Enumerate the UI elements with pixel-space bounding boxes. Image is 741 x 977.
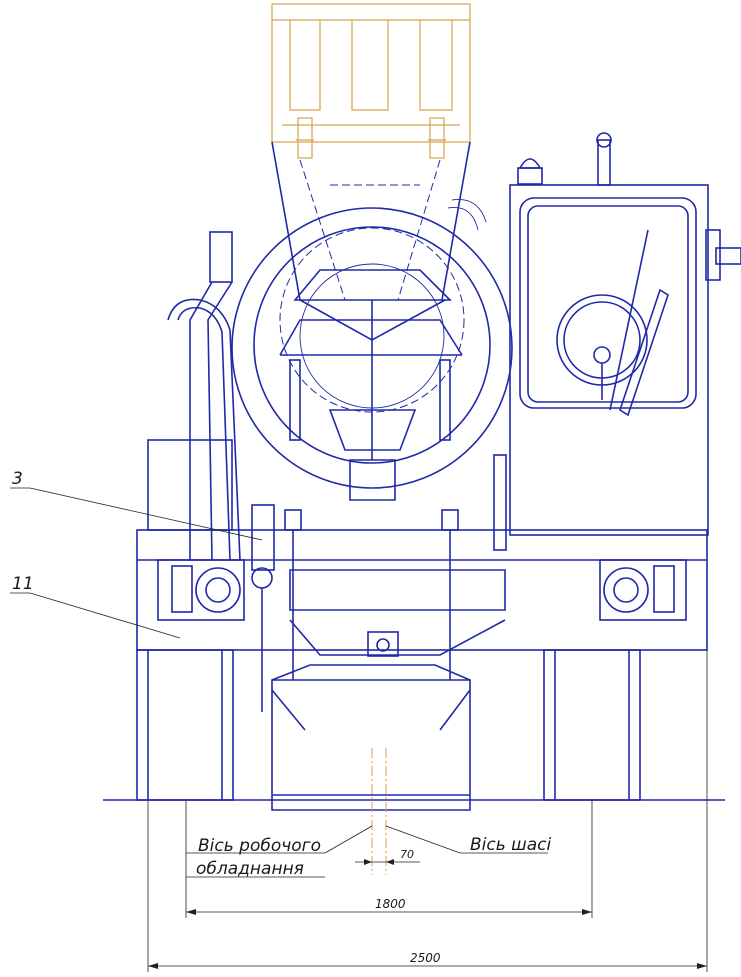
- axis-center-lines: [371, 748, 387, 875]
- chassis-axis-label: Вісь шасі: [470, 835, 551, 855]
- operator-cab: [493, 132, 741, 551]
- callout-11: 11: [12, 574, 34, 594]
- raised-bucket-outline: [271, 3, 471, 159]
- dimension-overall-width: 2500: [410, 951, 441, 965]
- feed-hopper: [271, 141, 487, 301]
- wheels: [136, 649, 641, 801]
- loading-bucket: [271, 664, 471, 811]
- callout-3: 3: [12, 469, 23, 489]
- chassis-frame: [136, 504, 708, 712]
- dimension-track: 1800: [375, 897, 406, 911]
- dimension-lines: [147, 650, 708, 972]
- working-axis-label-line1: Вісь робочого: [198, 836, 321, 856]
- callout-leaders: [10, 487, 548, 878]
- dimension-offset: 70: [400, 848, 414, 861]
- working-axis-label-line2: обладнання: [196, 859, 304, 879]
- left-lift-arm: [147, 231, 241, 561]
- mixer-drum: [231, 207, 513, 501]
